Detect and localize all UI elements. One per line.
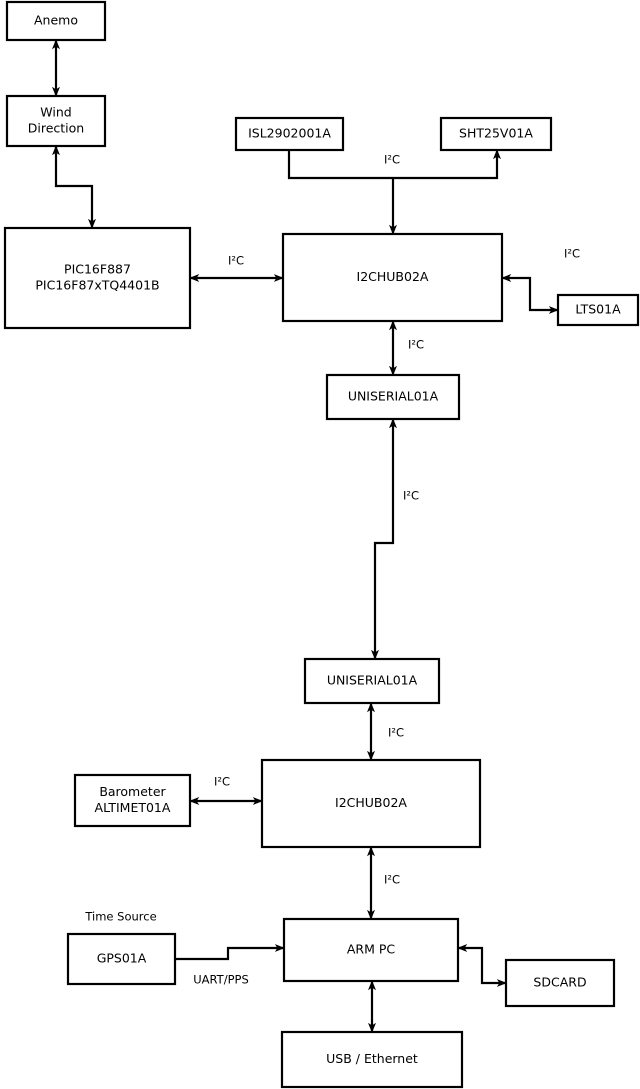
edge-path [371, 418, 397, 660]
node-box[interactable] [282, 917, 460, 983]
edge-uniserial_top-uniserial_bot: I²C [371, 418, 419, 660]
node-label: Barometer [99, 784, 166, 799]
node-box[interactable] [5, 0, 107, 42]
node-label: Anemo [34, 13, 78, 28]
node-label: I2CHUB02A [335, 795, 407, 810]
edge-label: I²C [214, 775, 230, 789]
node-box[interactable] [73, 773, 192, 828]
node-label: Direction [28, 121, 84, 136]
node-label: UNISERIAL01A [327, 673, 418, 688]
node-label: PIC16F887 [64, 262, 131, 277]
node-box[interactable] [504, 958, 616, 1008]
edge-uniserial_bot-hub_bot: I²C [367, 702, 404, 761]
edge-pic-hub_top: I²C [189, 254, 284, 282]
edge-path [52, 145, 96, 229]
node-label: USB / Ethernet [326, 1051, 418, 1066]
node-sht[interactable]: SHT25V01A [439, 116, 553, 152]
node-box[interactable] [66, 932, 177, 986]
edge-gps-armpc: UART/PPS [175, 944, 285, 987]
edge-label: UART/PPS [193, 973, 249, 987]
edge-wind-pic [52, 145, 96, 229]
node-box[interactable] [234, 116, 345, 152]
node-usbeth[interactable]: USB / Ethernet [280, 1030, 464, 1089]
node-label: GPS01A [97, 951, 147, 966]
node-label: UNISERIAL01A [348, 389, 439, 404]
node-box[interactable] [303, 657, 441, 705]
node-hub_top[interactable]: I2CHUB02A [281, 232, 504, 323]
edge-barometer-hub_bot: I²C [189, 775, 263, 805]
node-label: LTS01A [575, 302, 621, 317]
node-box[interactable] [280, 1030, 464, 1089]
node-uniserial_bot[interactable]: UNISERIAL01A [303, 657, 441, 705]
node-sdcard[interactable]: SDCARD [504, 958, 616, 1008]
node-armpc[interactable]: ARM PC [282, 917, 460, 983]
edge-hub_top-isl-sht-bus: I²C [287, 149, 501, 235]
edge-hub_top-lts: I²C [501, 247, 580, 314]
node-uniserial_top[interactable]: UNISERIAL01A [325, 373, 461, 421]
edge-label: I²C [384, 153, 400, 167]
node-gps[interactable]: GPS01A [66, 932, 177, 986]
node-box[interactable] [3, 226, 192, 330]
node-box[interactable] [325, 373, 461, 421]
edge-label: I²C [388, 726, 404, 740]
edge-path [501, 274, 559, 314]
nodes-layer: AnemoWindDirectionPIC16F887PIC16F87xTQ44… [3, 0, 640, 1089]
node-box[interactable] [556, 293, 640, 327]
node-box[interactable] [5, 94, 107, 148]
edge-label: I²C [564, 247, 580, 261]
node-anemo[interactable]: Anemo [5, 0, 107, 42]
edge-label: I²C [403, 489, 419, 503]
edge-label: I²C [384, 873, 400, 887]
edge-path [457, 944, 507, 987]
node-isl[interactable]: ISL2902001A [234, 116, 345, 152]
edge-path [175, 944, 285, 961]
node-label: SDCARD [533, 975, 586, 990]
node-label: I2CHUB02A [357, 269, 429, 284]
node-box[interactable] [439, 116, 553, 152]
node-label: SHT25V01A [459, 126, 533, 141]
node-label: PIC16F87xTQ4401B [35, 278, 159, 293]
node-label: ISL2902001A [248, 126, 331, 141]
node-box[interactable] [281, 232, 504, 323]
edge-label: I²C [408, 338, 424, 352]
edge-hub_top-uniserial_top: I²C [389, 320, 424, 376]
label-time-source: Time Source [84, 910, 156, 924]
free-labels-layer: Time Source [84, 910, 156, 924]
node-lts[interactable]: LTS01A [556, 293, 640, 327]
node-label: ARM PC [347, 942, 396, 957]
edge-label: I²C [228, 254, 244, 268]
edge-armpc-sdcard [457, 944, 507, 987]
node-box[interactable] [260, 758, 482, 849]
node-hub_bot[interactable]: I2CHUB02A [260, 758, 482, 849]
node-label: Wind [40, 105, 71, 120]
node-label: ALTIMET01A [95, 800, 171, 815]
edges-layer: I²C I²C I²C I²C I²C I²C I²C I²C UART/PPS [52, 39, 580, 1033]
edge-hub_bot-armpc: I²C [367, 846, 400, 920]
